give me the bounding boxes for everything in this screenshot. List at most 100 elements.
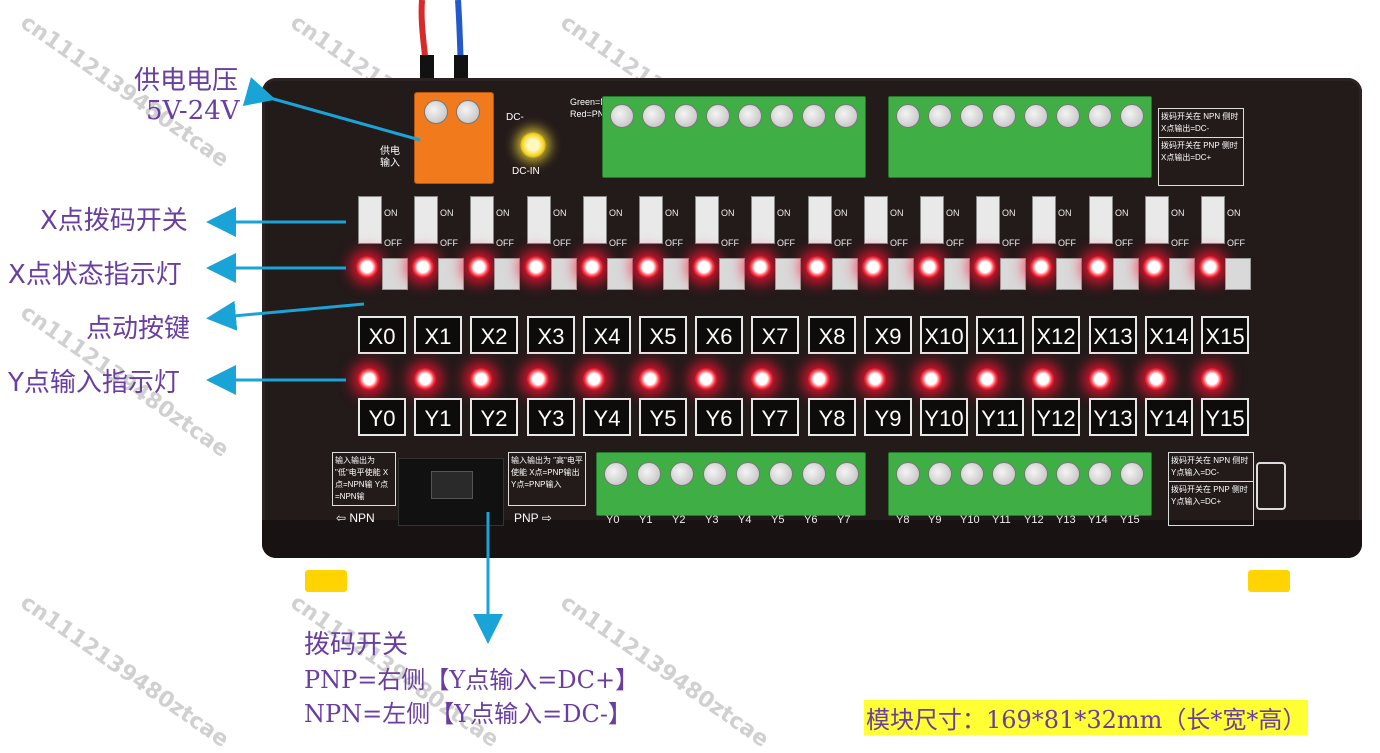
y-input-led	[920, 368, 942, 390]
terminal-label: Y0	[606, 514, 620, 526]
x-status-led	[974, 256, 996, 278]
screw	[992, 462, 1016, 486]
switch-off-label: OFF	[721, 238, 739, 248]
x-dip-switch[interactable]	[1201, 196, 1225, 244]
push-button[interactable]	[663, 258, 689, 290]
x-dip-switch[interactable]	[695, 196, 719, 244]
note-panel-pnp: 输入输出为 "高"电平使能 X点=PNP输出 Y点=PNP输入	[508, 452, 586, 506]
npn-arrow-label: ⇦ NPN	[336, 511, 375, 525]
y-channel-label: Y12	[1032, 398, 1080, 436]
x-channel-label: X1	[414, 316, 462, 354]
logo-icon	[1256, 462, 1286, 510]
push-button[interactable]	[382, 258, 408, 290]
y-input-led	[864, 368, 886, 390]
push-button[interactable]	[551, 258, 577, 290]
push-button[interactable]	[607, 258, 633, 290]
screw	[703, 462, 727, 486]
x-dip-switch[interactable]	[751, 196, 775, 244]
x-channel-label: X0	[358, 316, 406, 354]
switch-on-label: ON	[1115, 208, 1129, 218]
push-button[interactable]	[832, 258, 858, 290]
screw	[604, 462, 628, 486]
note-panel-top-right: 拨码开关在 NPN 侧时 X点输出=DC- 拨码开关在 PNP 侧时 X点输出=…	[1158, 108, 1244, 186]
screw	[896, 104, 920, 128]
push-button[interactable]	[719, 258, 745, 290]
power-led	[520, 132, 546, 158]
switch-on-label: ON	[665, 208, 679, 218]
y-channel-label: Y13	[1089, 398, 1137, 436]
y-input-led	[414, 368, 436, 390]
dip-switch[interactable]	[398, 458, 504, 526]
x-dip-switch[interactable]	[1089, 196, 1113, 244]
switch-off-label: OFF	[834, 238, 852, 248]
x-dip-switch[interactable]	[470, 196, 494, 244]
x-dip-switch[interactable]	[358, 196, 382, 244]
screw	[802, 462, 826, 486]
terminal-label: Y9	[928, 514, 942, 526]
y-channel-label: Y1	[414, 398, 462, 436]
push-button[interactable]	[888, 258, 914, 290]
push-button[interactable]	[944, 258, 970, 290]
x-dip-switch[interactable]	[583, 196, 607, 244]
terminal-label: Y14	[1088, 514, 1108, 526]
callout-dip-title: 拨码开关	[304, 630, 409, 660]
screw	[642, 104, 666, 128]
x-dip-switch[interactable]	[1032, 196, 1056, 244]
push-button[interactable]	[1000, 258, 1026, 290]
push-button[interactable]	[775, 258, 801, 290]
terminal-label: Y12	[1024, 514, 1044, 526]
push-button[interactable]	[1225, 258, 1251, 290]
terminal-label: Y1	[639, 514, 653, 526]
note-y-npn: 拨码开关在 NPN 侧时 Y点输入=DC-	[1171, 456, 1249, 477]
x-channel-label: X13	[1089, 316, 1137, 354]
screw	[992, 104, 1016, 128]
x-dip-switch[interactable]	[808, 196, 832, 244]
switch-off-label: OFF	[1058, 238, 1076, 248]
y-input-led	[751, 368, 773, 390]
x-dip-switch[interactable]	[976, 196, 1000, 244]
y-input-led	[808, 368, 830, 390]
terminal-block-bottom-left	[596, 452, 866, 516]
push-button[interactable]	[1056, 258, 1082, 290]
callout-push-button: 点动按键	[86, 314, 191, 344]
note-x-npn: 拨码开关在 NPN 侧时 X点输出=DC-	[1161, 112, 1239, 133]
x-channel-label: X7	[751, 316, 799, 354]
switch-on-label: ON	[890, 208, 904, 218]
callout-dip-npn: NPN=左侧【Y点输入=DC-】	[304, 700, 632, 728]
x-dip-switch[interactable]	[1145, 196, 1169, 244]
y-channel-label: Y10	[920, 398, 968, 436]
screw	[1120, 104, 1144, 128]
terminal-label: Y7	[837, 514, 851, 526]
y-channel-label: Y3	[527, 398, 575, 436]
switch-on-label: ON	[777, 208, 791, 218]
x-dip-switch[interactable]	[920, 196, 944, 244]
switch-on-label: ON	[609, 208, 623, 218]
x-dip-switch[interactable]	[639, 196, 663, 244]
x-dip-switch[interactable]	[864, 196, 888, 244]
dip-slider[interactable]	[431, 471, 473, 499]
push-button[interactable]	[1113, 258, 1139, 290]
screw	[896, 462, 920, 486]
push-button[interactable]	[438, 258, 464, 290]
screw	[835, 462, 859, 486]
terminal-label: Y13	[1056, 514, 1076, 526]
push-button[interactable]	[494, 258, 520, 290]
x-dip-switch[interactable]	[527, 196, 551, 244]
switch-on-label: ON	[553, 208, 567, 218]
terminal-label: Y15	[1120, 514, 1140, 526]
switch-on-label: ON	[440, 208, 454, 218]
callout-power-range: 5V-24V	[146, 96, 240, 126]
push-button[interactable]	[1169, 258, 1195, 290]
switch-off-label: OFF	[890, 238, 908, 248]
terminal-label: Y8	[896, 514, 910, 526]
screw	[706, 104, 730, 128]
switch-off-label: OFF	[946, 238, 964, 248]
switch-off-label: OFF	[1171, 238, 1189, 248]
note-x-pnp: 拨码开关在 PNP 侧时 X点输出=DC+	[1159, 137, 1243, 166]
switch-off-label: OFF	[384, 238, 402, 248]
x-dip-switch[interactable]	[414, 196, 438, 244]
screw	[637, 462, 661, 486]
screw	[928, 462, 952, 486]
green-red-label: Green=NPN Red=PNP	[570, 97, 620, 119]
switch-on-label: ON	[496, 208, 510, 218]
